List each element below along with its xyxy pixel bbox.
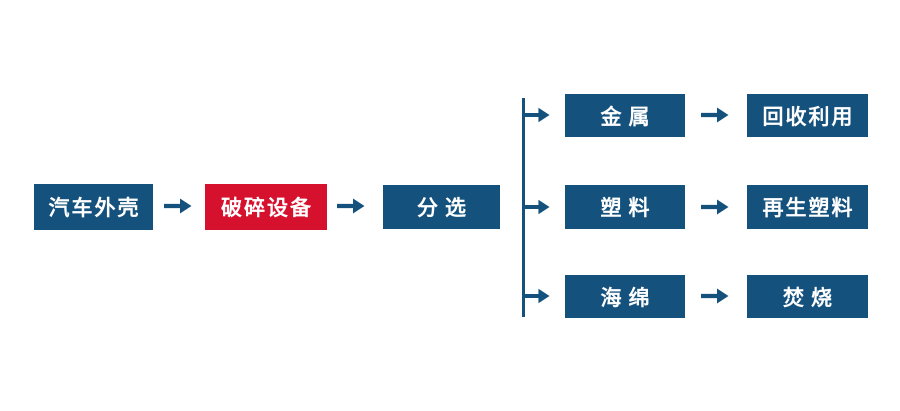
- flow-node-metal: 金属: [565, 94, 685, 137]
- flow-node-incineration: 焚烧: [747, 275, 868, 318]
- flow-node-plastic-label: 塑料: [600, 196, 657, 220]
- flow-node-recycled-plastic-label: 再生塑料: [762, 196, 855, 220]
- flow-node-incineration-label: 焚烧: [783, 285, 839, 310]
- branch-arrow-icon: [522, 199, 550, 215]
- arrow-right-icon: [701, 107, 729, 123]
- flow-node-sorting-label: 分选: [417, 196, 473, 220]
- arrow-right-icon: [701, 288, 729, 304]
- flow-node-plastic: 塑料: [565, 185, 685, 229]
- flow-node-sponge: 海绵: [565, 275, 685, 318]
- flow-node-metal-label: 金属: [600, 104, 657, 129]
- flow-node-sponge-label: 海绵: [600, 285, 657, 310]
- flow-node-recycling-reuse: 回收利用: [747, 94, 868, 137]
- flow-node-recycled-plastic: 再生塑料: [747, 185, 868, 229]
- arrow-right-icon: [337, 198, 365, 214]
- flow-node-sorting: 分选: [383, 185, 500, 229]
- branch-arrow-icon: [522, 107, 550, 123]
- arrow-right-icon: [701, 199, 729, 215]
- flow-node-crushing-equipment: 破碎设备: [205, 184, 327, 230]
- branch-arrow-icon: [522, 288, 550, 304]
- flow-node-recycling-reuse-label: 回收利用: [762, 104, 855, 129]
- flow-node-crushing-equipment-label: 破碎设备: [221, 196, 313, 220]
- arrow-right-icon: [164, 198, 192, 214]
- flow-node-car-shell: 汽车外壳: [34, 184, 153, 230]
- flow-node-car-shell-label: 汽车外壳: [48, 196, 141, 220]
